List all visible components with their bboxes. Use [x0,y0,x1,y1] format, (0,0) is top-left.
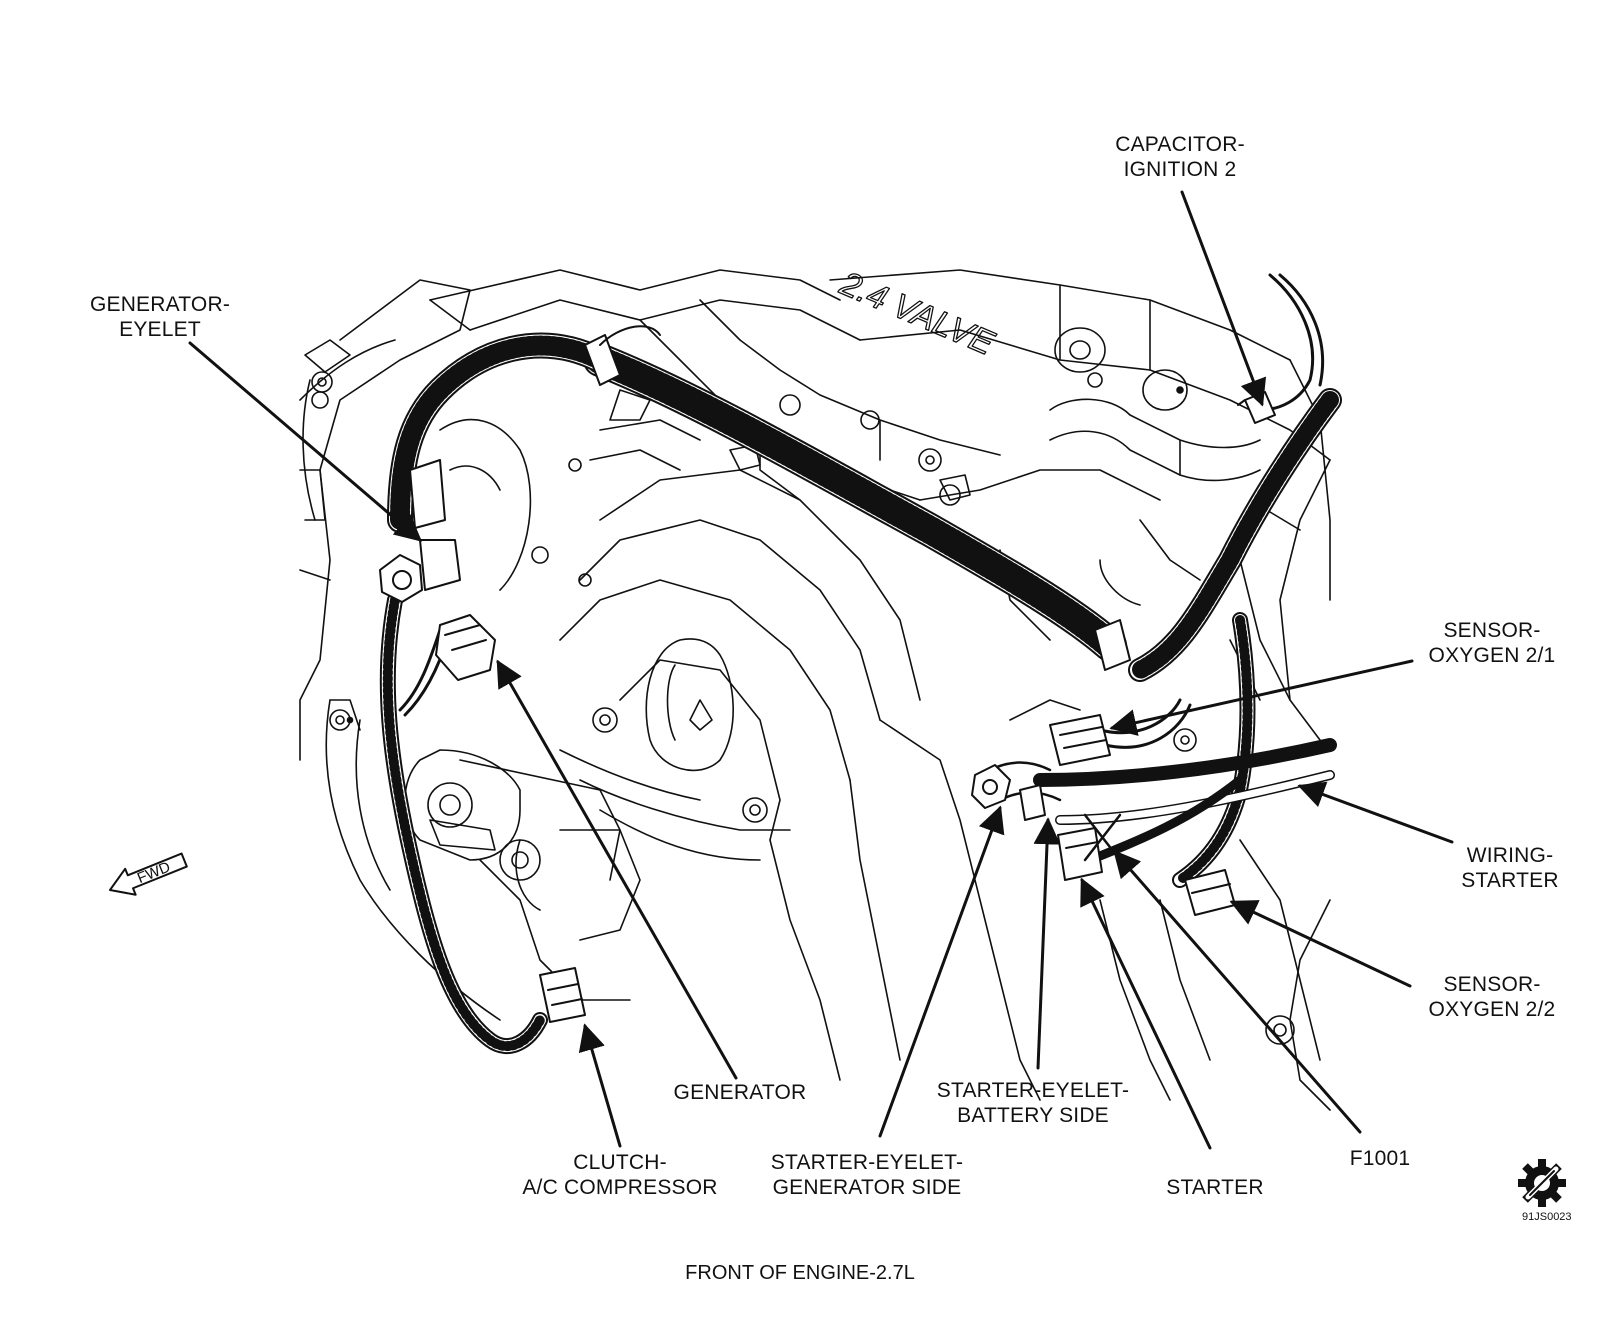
callout-f1001: F1001 [1349,1147,1411,1170]
starter-studs [971,764,1046,821]
generator-connector [435,614,496,681]
callout-generator: GENERATOR [673,1081,807,1104]
callout-wiring-starter: WIRING- STARTER [1461,844,1559,892]
engine-marking: 2.4 VALVE [834,264,1000,363]
forward-label: FWD [135,858,173,887]
engine-block [299,269,1331,1111]
components [379,391,1276,1023]
o2-sensor-21-connector [1049,714,1111,766]
wiring-harness [379,273,1342,1054]
callout-clutch-ac-compressor: CLUTCH- A/C COMPRESSOR [522,1151,718,1199]
starter-connector [1057,827,1103,881]
callout-starter-eyelet-battery-side: STARTER-EYELET- BATTERY SIDE [936,1079,1130,1127]
callout-sensor-oxygen-22: SENSOR- OXYGEN 2/2 [1428,973,1556,1021]
reference-code: 91JS0023 [1522,1211,1572,1223]
callout-generator-eyelet: GENERATOR- EYELET [89,293,231,341]
callout-starter: STARTER [1166,1176,1264,1199]
ac-clutch-connector [539,967,586,1023]
forward-arrow-icon: FWD [109,852,188,896]
callout-sensor-oxygen-21: SENSOR- OXYGEN 2/1 [1428,619,1556,667]
leader-lines [188,190,1454,1150]
diagram-caption: FRONT OF ENGINE-2.7L [685,1262,915,1284]
generator-eyelet-stud [379,459,461,603]
callout-starter-eyelet-generator-side: STARTER-EYELET- GENERATOR SIDE [770,1151,964,1199]
callout-capacitor-ignition: CAPACITOR- IGNITION 2 [1115,133,1245,181]
service-gear-icon [1518,1159,1566,1207]
